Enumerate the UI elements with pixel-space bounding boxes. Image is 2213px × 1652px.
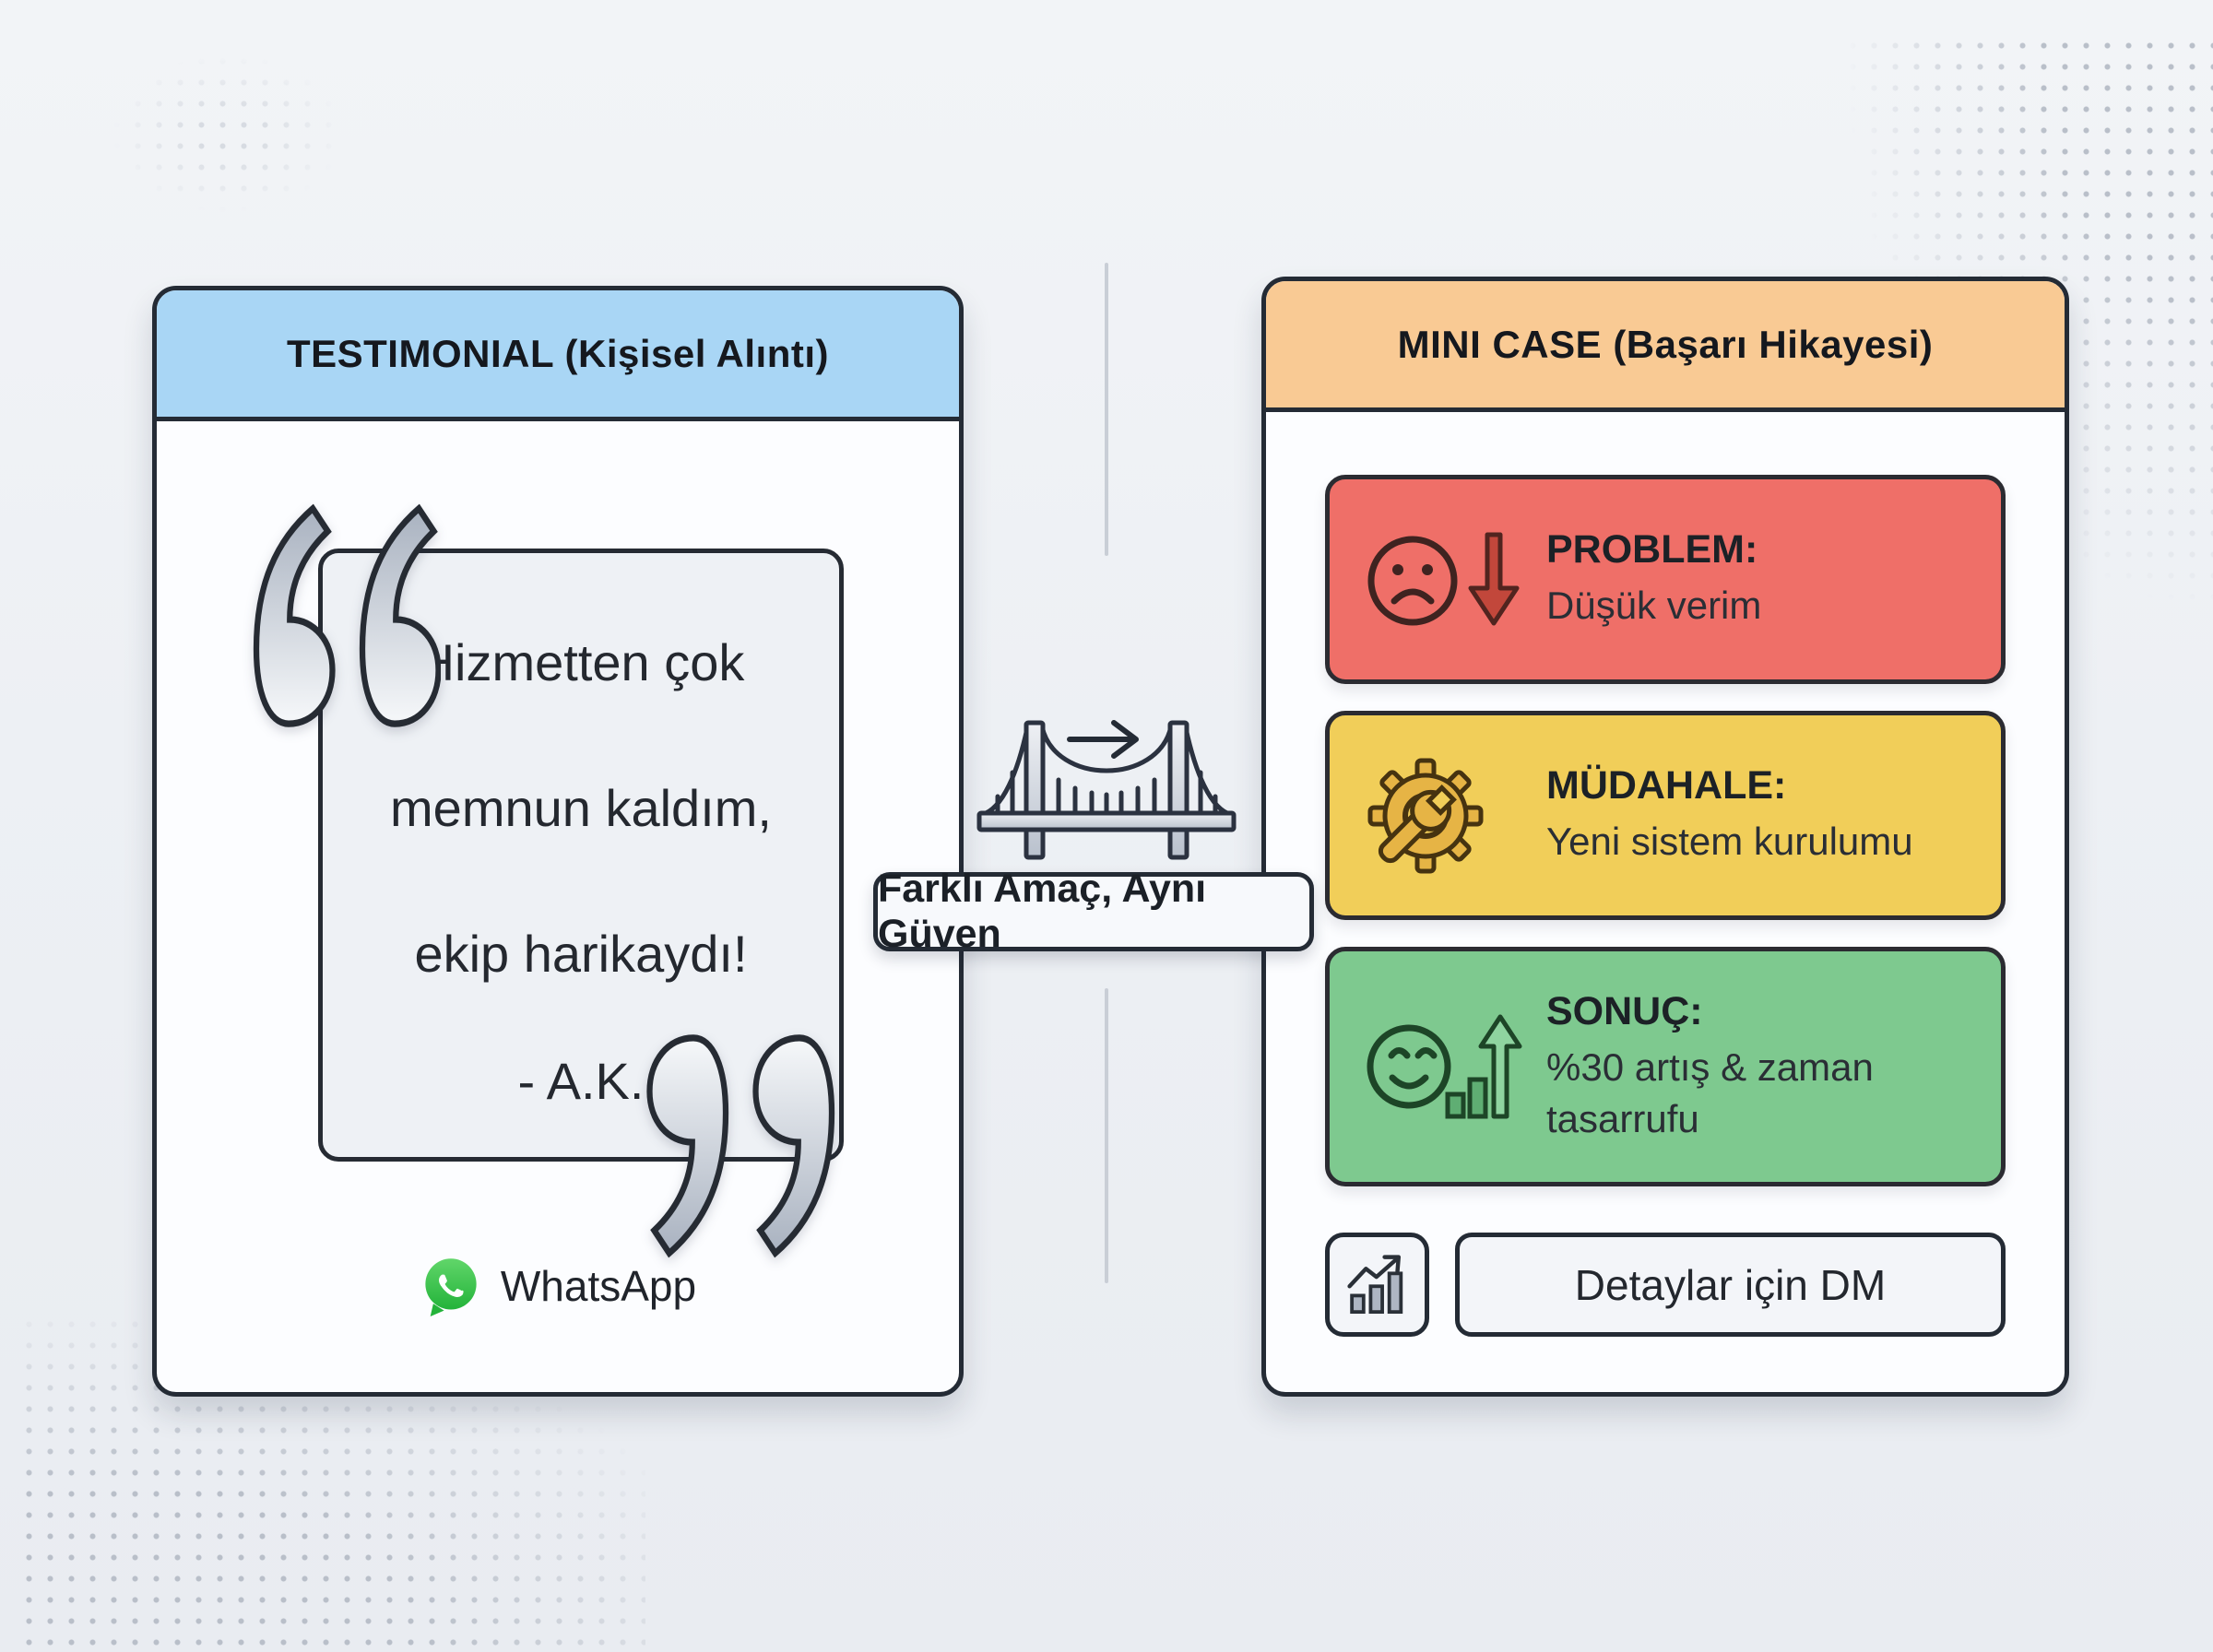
minicase-header: MINI CASE (Başarı Hikayesi) — [1266, 281, 2065, 412]
row-label: SONUÇ: — [1546, 989, 1703, 1034]
minicase-actions: Detaylar için DM — [1325, 1233, 2006, 1337]
testimonial-header: TESTIMONIAL (Kişisel Alıntı) — [157, 290, 959, 421]
quote-line: memnun kaldım, — [390, 779, 772, 837]
vertical-divider-bottom — [1105, 988, 1108, 1283]
quote-line: Hizmetten çok — [417, 633, 745, 691]
testimonial-card: TESTIMONIAL (Kişisel Alıntı) Hizmetten ç… — [152, 286, 964, 1397]
quote-line: ekip harikaydı! — [414, 925, 748, 983]
dm-cta-button[interactable]: Detaylar için DM — [1455, 1233, 2006, 1337]
quote-text: Hizmetten çok memnun kaldım, ekip harika… — [390, 590, 772, 1027]
close-quote-icon — [646, 1034, 835, 1258]
intervention-text: MÜDAHALE: Yeni sistem kurulumu — [1546, 763, 1913, 867]
minicase-title: MINI CASE (Başarı Hikayesi) — [1397, 322, 1934, 366]
intervention-row: MÜDAHALE: Yeni sistem kurulumu — [1325, 711, 2006, 920]
testimonial-title: TESTIMONIAL (Kişisel Alıntı) — [286, 331, 830, 375]
vertical-divider-top — [1105, 263, 1108, 556]
dot-grid-top-left — [106, 51, 410, 258]
source-row: WhatsApp — [157, 1245, 959, 1328]
dm-cta-label: Detaylar için DM — [1574, 1260, 1887, 1309]
quote-author: - A.K. — [517, 1052, 645, 1110]
result-row: SONUÇ: %30 artış & zaman tasarrufu — [1325, 947, 2006, 1186]
bridge-arrow-icon — [974, 712, 1239, 867]
row-label: MÜDAHALE: — [1546, 763, 1787, 808]
row-value: Yeni sistem kurulumu — [1546, 820, 1913, 864]
bridge-caption-pill: Farklı Amaç, Aynı Güven — [873, 867, 1314, 956]
result-text: SONUÇ: %30 artış & zaman tasarrufu — [1546, 989, 1980, 1144]
row-label: PROBLEM: — [1546, 527, 1758, 572]
chart-button[interactable] — [1325, 1233, 1429, 1337]
row-value: Düşük verim — [1546, 584, 1762, 628]
open-quote-icon — [253, 503, 441, 727]
sad-face-down-arrow-icon — [1367, 524, 1546, 636]
bridge-caption: Farklı Amaç, Aynı Güven — [878, 867, 1207, 956]
source-label: WhatsApp — [500, 1262, 697, 1310]
bar-chart-trend-icon — [1346, 1254, 1402, 1314]
whatsapp-icon — [425, 1258, 477, 1316]
problem-row: PROBLEM: Düşük verim — [1325, 475, 2006, 684]
problem-text: PROBLEM: Düşük verim — [1546, 527, 1761, 631]
minicase-card: MINI CASE (Başarı Hikayesi) PROB — [1261, 277, 2069, 1397]
row-value: %30 artış & zaman tasarrufu — [1546, 1045, 1874, 1140]
smiley-growth-chart-icon — [1367, 1002, 1546, 1131]
gear-wrench-icon — [1367, 755, 1546, 877]
